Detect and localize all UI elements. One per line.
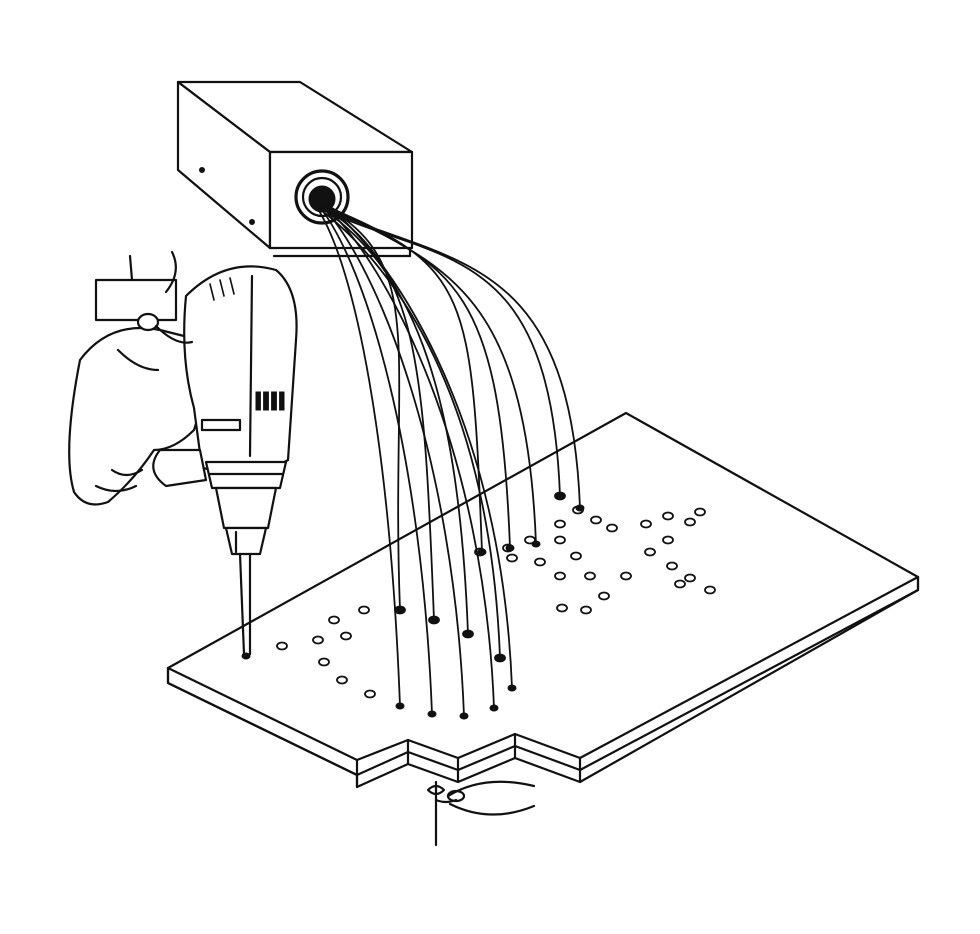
hand-drill-icon xyxy=(68,250,298,660)
board-hole xyxy=(580,605,592,615)
fiber-strand xyxy=(318,205,433,715)
board-hole xyxy=(364,689,376,699)
board-hole xyxy=(644,547,656,557)
fiber-tip xyxy=(395,702,405,710)
fiber-strand xyxy=(321,205,435,621)
board-hole xyxy=(336,675,348,685)
fiber-strand xyxy=(318,205,469,635)
board-hole xyxy=(620,571,632,581)
board-hole xyxy=(340,631,352,641)
clamp-icon xyxy=(426,780,536,847)
board-hole xyxy=(674,579,686,589)
fiber-tip xyxy=(489,704,499,712)
board-hole xyxy=(554,535,566,545)
board-hole xyxy=(598,591,610,601)
board-hole xyxy=(684,517,696,527)
perforated-board-icon xyxy=(166,411,920,789)
fiber-tip xyxy=(555,492,565,500)
board-hole xyxy=(584,571,596,581)
fiber-tip xyxy=(531,540,541,548)
board-hole xyxy=(328,615,340,625)
board-hole xyxy=(590,515,602,525)
fiber-optic-strands xyxy=(315,205,585,720)
board-hole xyxy=(662,535,674,545)
board-hole xyxy=(554,519,566,529)
fiber-tip xyxy=(395,606,405,614)
fiber-tip xyxy=(429,616,439,624)
board-hole xyxy=(662,511,674,521)
board-hole xyxy=(556,603,568,613)
fiber-tip xyxy=(427,710,437,718)
fiber-strand xyxy=(324,205,483,553)
board-hole xyxy=(358,605,370,615)
board-hole xyxy=(318,657,330,667)
fiber-strand xyxy=(315,205,501,659)
fiber-tip xyxy=(477,548,487,556)
board-hole xyxy=(534,557,546,567)
board-hole xyxy=(666,561,678,571)
fiber-tip xyxy=(463,630,473,638)
fiber-strand xyxy=(321,205,511,549)
board-hole xyxy=(704,585,716,595)
board-hole xyxy=(312,635,324,645)
fiber-strand xyxy=(324,205,401,611)
fiber-strand xyxy=(321,205,465,717)
board-hole xyxy=(694,507,706,517)
fiber-tip xyxy=(505,544,515,552)
board-hole xyxy=(276,641,288,651)
board-hole xyxy=(606,523,618,533)
board-hole xyxy=(554,571,566,581)
fiber-tip xyxy=(495,654,505,662)
fiber-strand xyxy=(315,205,401,707)
board-hole xyxy=(570,551,582,561)
fiber-optic-light-source-icon xyxy=(176,80,414,258)
fiber-tip xyxy=(575,504,585,512)
board-hole xyxy=(506,553,518,563)
board-hole xyxy=(640,519,652,529)
fiber-tip xyxy=(507,684,517,692)
board-hole xyxy=(684,573,696,583)
fiber-tip xyxy=(459,712,469,720)
